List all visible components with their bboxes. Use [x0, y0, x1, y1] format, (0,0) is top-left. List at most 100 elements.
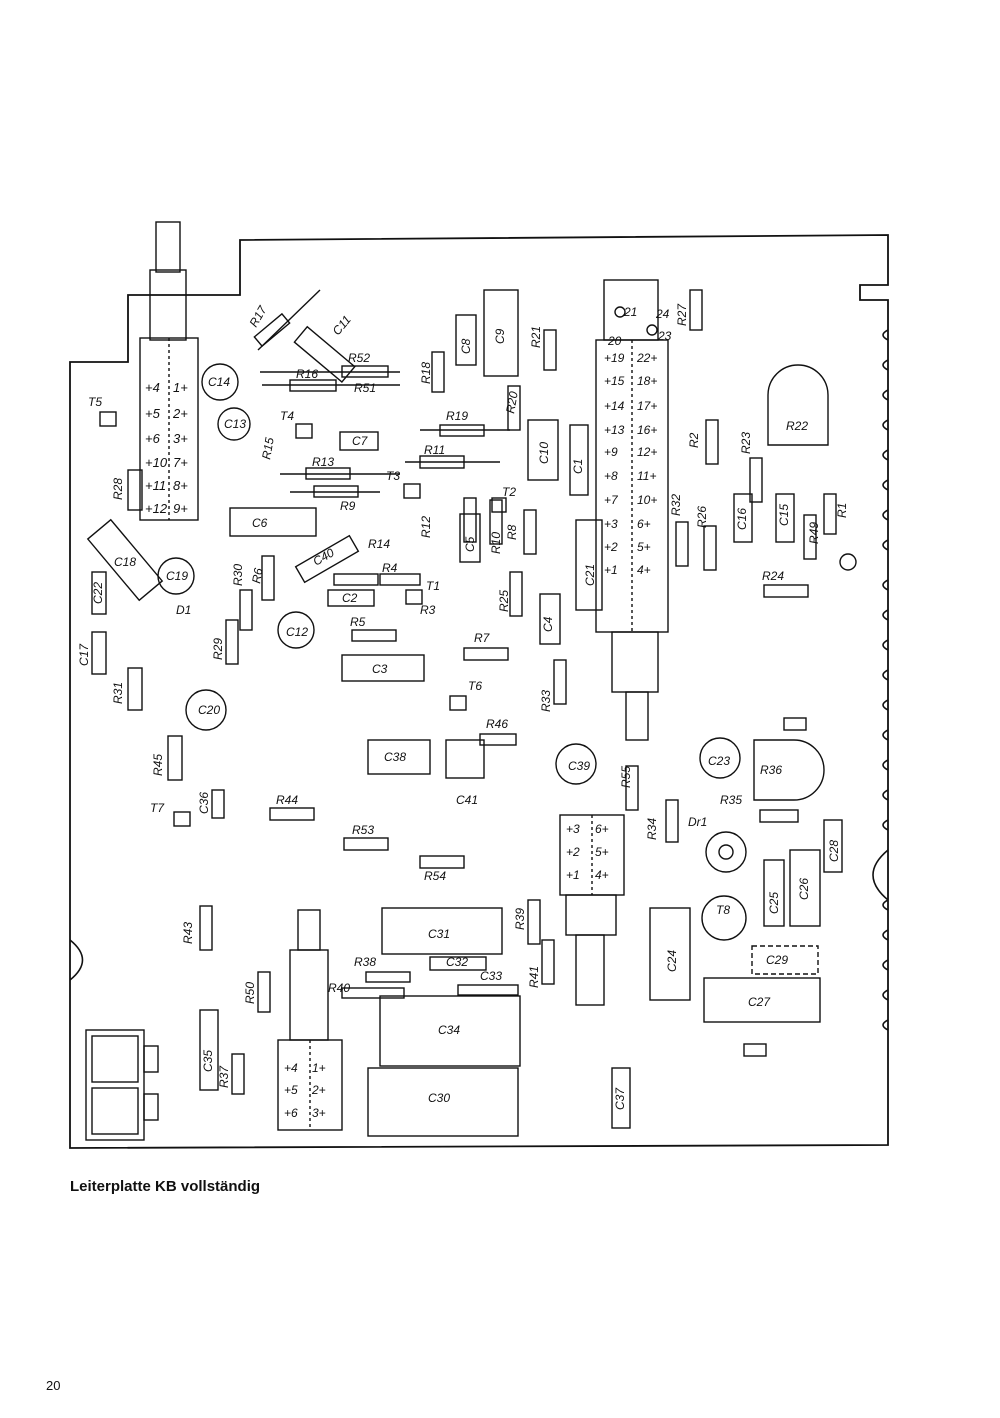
component-label: C25	[767, 892, 781, 914]
component-label: R7	[474, 631, 491, 645]
component-label: C29	[766, 953, 788, 967]
component-label: R40	[328, 981, 350, 995]
component-label: R22	[786, 419, 808, 433]
switch-middle-contact: 6+	[595, 822, 609, 836]
switch-right-contact: 5+	[637, 540, 651, 554]
transistor-symbols	[99, 411, 507, 827]
resistor-bodies	[127, 289, 837, 1095]
component-label: R5	[350, 615, 366, 629]
switch-bottom-contact: 1+	[312, 1061, 326, 1075]
component-label: C18	[114, 555, 136, 569]
component-label: R13	[312, 455, 334, 469]
component-label: C20	[198, 703, 220, 717]
component-label: C39	[568, 759, 590, 773]
switch-right-contact: 10+	[637, 493, 657, 507]
switch-right-contact: 23	[657, 329, 672, 343]
switch-bottom-contact: 2+	[311, 1083, 326, 1097]
component-label: R49	[807, 522, 821, 544]
component-label: C33	[480, 969, 502, 983]
component-label: R26	[695, 506, 709, 528]
edge-connector-comb	[69, 329, 889, 1031]
switch-right-contact: +1	[604, 563, 618, 577]
component-label: R23	[739, 432, 753, 454]
switch-bottom	[277, 909, 343, 1131]
switch-right-contact: 11+	[637, 469, 656, 483]
switch-left-contact: +4	[145, 380, 160, 395]
component-label: T8	[716, 903, 730, 917]
switch-right-contact: +8	[604, 469, 618, 483]
component-label: R16	[296, 367, 318, 381]
component-label: C15	[777, 504, 791, 526]
component-label: R51	[354, 381, 376, 395]
component-label: R8	[505, 524, 519, 540]
switch-middle-contact: 5+	[595, 845, 609, 859]
switch-left-contact: +10	[145, 455, 168, 470]
component-label: C38	[384, 750, 406, 764]
component-label: C11	[330, 313, 354, 338]
component-label: R55	[619, 766, 633, 788]
component-label: R43	[181, 922, 195, 944]
component-label: C4	[541, 616, 555, 632]
component-label: R14	[368, 537, 390, 551]
component-label: T5	[88, 395, 102, 409]
switch-left-contact: 9+	[173, 501, 188, 516]
component-label: R29	[211, 638, 225, 660]
component-label: R30	[231, 564, 245, 586]
component-label: R25	[497, 590, 511, 612]
component-label: R31	[111, 682, 125, 704]
component-label: R37	[217, 1065, 231, 1088]
component-label: R50	[243, 982, 257, 1004]
component-label: R17	[246, 302, 270, 329]
component-label: R24	[762, 569, 784, 583]
component-label: C8	[459, 338, 473, 354]
switch-right-contact: +19	[604, 351, 625, 365]
component-label: R35	[720, 793, 742, 807]
component-label: R15	[259, 436, 277, 460]
component-label: T2	[502, 485, 516, 499]
switch-left-contact: +12	[145, 501, 168, 516]
component-label: T1	[426, 579, 440, 593]
switch-middle-contact: +3	[566, 822, 580, 836]
socket-connector	[85, 1029, 159, 1141]
switch-right-contact: 22+	[636, 351, 657, 365]
switch-right-contact: 16+	[637, 423, 657, 437]
component-label: R41	[527, 966, 541, 988]
component-label: R19	[446, 409, 468, 423]
switch-middle-contact: 4+	[595, 868, 609, 882]
component-label: C2	[342, 591, 358, 605]
component-label: C3	[372, 662, 388, 676]
switch-right-contact: 18+	[637, 374, 657, 388]
component-label: C16	[735, 508, 749, 530]
component-label: R6	[249, 567, 266, 585]
component-label: C36	[197, 792, 211, 814]
component-label: D1	[176, 603, 191, 617]
component-label: R39	[513, 908, 527, 930]
component-label: C28	[827, 840, 841, 862]
switch-left-contact: 2+	[172, 406, 188, 421]
component-label: R32	[669, 494, 683, 516]
component-label: R21	[529, 326, 543, 348]
component-label: T6	[468, 679, 482, 693]
component-label: R3	[420, 603, 436, 617]
round-components	[157, 363, 857, 941]
component-label: C41	[456, 793, 478, 807]
component-label: R12	[419, 516, 433, 538]
component-label: R45	[151, 754, 165, 776]
component-label: C19	[166, 569, 188, 583]
switch-right-contact: 17+	[637, 399, 657, 413]
switch-left-contact: +11	[145, 478, 166, 493]
component-label: C27	[748, 995, 771, 1009]
component-label: R54	[424, 869, 446, 883]
switch-middle-contact: +2	[566, 845, 580, 859]
component-label: C35	[201, 1050, 215, 1072]
switch-left	[139, 221, 199, 521]
component-label: R27	[675, 303, 689, 326]
component-label: C32	[446, 955, 468, 969]
component-label: T4	[280, 409, 294, 423]
switch-right-contact: 21	[623, 305, 637, 319]
component-label: C37	[613, 1087, 627, 1110]
component-label: R44	[276, 793, 298, 807]
switch-middle-contact: +1	[566, 868, 580, 882]
switch-left-contact: 7+	[173, 455, 188, 470]
